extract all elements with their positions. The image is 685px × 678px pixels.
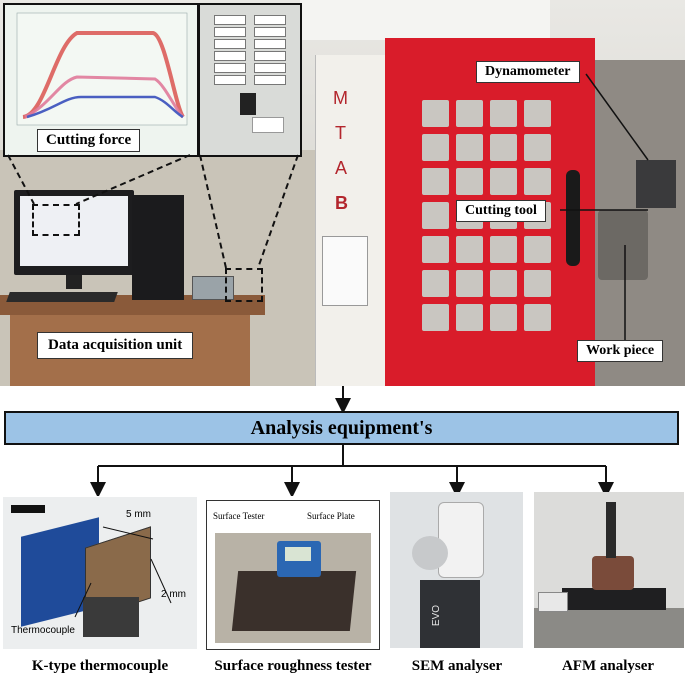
door-window-pane: [422, 304, 449, 331]
analysis-equipment-label: Analysis equipment's: [250, 417, 433, 439]
cutting-tool-label: Cutting tool: [456, 200, 546, 222]
panel-switch: [254, 51, 286, 61]
info-plate: [322, 236, 368, 306]
caption-thermocouple: K-type thermocouple: [31, 658, 169, 674]
caption-surface-tester: Surface roughness tester: [214, 658, 372, 674]
door-window-pane: [490, 236, 517, 263]
monitor-zoom-box: [32, 204, 80, 236]
data-acquisition-label: Data acquisition unit: [37, 332, 194, 359]
sem-logo: EVO: [431, 604, 443, 627]
door-window-pane: [524, 304, 551, 331]
monitor-screen: [20, 196, 128, 266]
force-curve-pink: [24, 75, 185, 119]
dim-2mm: 2 mm: [161, 589, 186, 600]
door-window-pane: [456, 100, 483, 127]
surface-plate-label: Surface Plate: [307, 511, 355, 521]
door-window-pane: [422, 236, 449, 263]
window: [300, 0, 550, 40]
afm-arm: [606, 502, 616, 558]
afm-stage: [592, 556, 634, 590]
surface-tester-photo: Surface Tester Surface Plate: [206, 500, 380, 650]
panel-switch: [214, 27, 246, 37]
afm-controller: [538, 592, 568, 612]
panel-switch: [214, 75, 246, 85]
panel-switch: [214, 15, 246, 25]
analysis-bar-fill: [6, 413, 677, 443]
panel-switch: [254, 27, 286, 37]
tool-holder: [636, 160, 676, 208]
panel-knob: [240, 93, 256, 115]
force-curve-red: [22, 31, 185, 119]
zoom-connectors: [7, 73, 649, 340]
cutting-force-label: Cutting force: [37, 129, 141, 152]
door-window-pane: [490, 270, 517, 297]
panel-switch: [214, 51, 246, 61]
pc-tower: [132, 195, 184, 300]
control-panel-inset: [198, 3, 302, 157]
door-window-pane: [524, 270, 551, 297]
door-window-pane: [456, 304, 483, 331]
panel-switch: [214, 63, 246, 73]
afm-photo: [534, 492, 684, 648]
thermocouple-label: Thermocouple: [11, 625, 75, 636]
door-handle: [566, 170, 580, 266]
door-window-pane: [456, 236, 483, 263]
door-window-pane: [422, 168, 449, 195]
panel-nameplate: [252, 117, 284, 133]
sem-photo: EVO: [390, 492, 523, 648]
door-window-pane: [524, 236, 551, 263]
work-piece-label: Work piece: [577, 340, 664, 362]
analysis-equipment-bar: Analysis equipment's: [4, 411, 679, 445]
brand-letter-3: A: [335, 158, 348, 178]
thermocouple-dim-lines: [74, 526, 172, 618]
brand-letter-2: T: [335, 123, 346, 143]
dynamometer-label: Dynamometer: [476, 61, 580, 83]
black-bar: [11, 505, 45, 513]
monitor-stand: [66, 275, 82, 289]
tester-screen: [285, 547, 311, 561]
panel-switch: [254, 39, 286, 49]
spindle: [598, 210, 648, 280]
surface-plate: [231, 571, 357, 631]
door-window-pane: [422, 100, 449, 127]
door-window-pane: [524, 168, 551, 195]
caption-sem: SEM analyser: [411, 658, 503, 674]
door-window-pane: [524, 100, 551, 127]
force-plot: [16, 12, 188, 126]
door-window-pane: [456, 168, 483, 195]
door-window-pane: [490, 134, 517, 161]
daq-box: [192, 276, 234, 300]
daq-zoom-box: [225, 268, 263, 302]
panel-switch-grid: [214, 15, 286, 85]
panel-switch: [254, 75, 286, 85]
sem-base: [420, 580, 480, 648]
sem-chamber: [412, 536, 448, 570]
bottom-block: [83, 597, 139, 637]
door-window-pane: [490, 168, 517, 195]
sem-column: [438, 502, 484, 578]
brand-letter-4: B: [335, 193, 348, 213]
panel-switch: [254, 15, 286, 25]
brand-letter-1: M: [333, 88, 348, 108]
door-window-pane: [524, 134, 551, 161]
surface-tester-label: Surface Tester: [213, 511, 265, 521]
caption-afm: AFM analyser: [561, 658, 655, 674]
dim-5mm: 5 mm: [126, 509, 151, 520]
afm-platform: [562, 588, 666, 610]
thermocouple-photo: 5 mm 2 mm Thermocouple: [3, 497, 197, 649]
door-window-pane: [456, 270, 483, 297]
door-window-pane: [422, 202, 449, 229]
door-window-pane: [422, 134, 449, 161]
panel-switch: [214, 39, 246, 49]
panel-switch: [254, 63, 286, 73]
flow-arrows: [90, 386, 614, 496]
machine-side-panel: [315, 55, 386, 386]
door-window-pane: [490, 100, 517, 127]
door-window-pane: [490, 304, 517, 331]
force-curve-blue: [26, 95, 184, 119]
door-window-pane: [422, 270, 449, 297]
afm-table: [534, 608, 684, 648]
door-window-pane: [456, 134, 483, 161]
